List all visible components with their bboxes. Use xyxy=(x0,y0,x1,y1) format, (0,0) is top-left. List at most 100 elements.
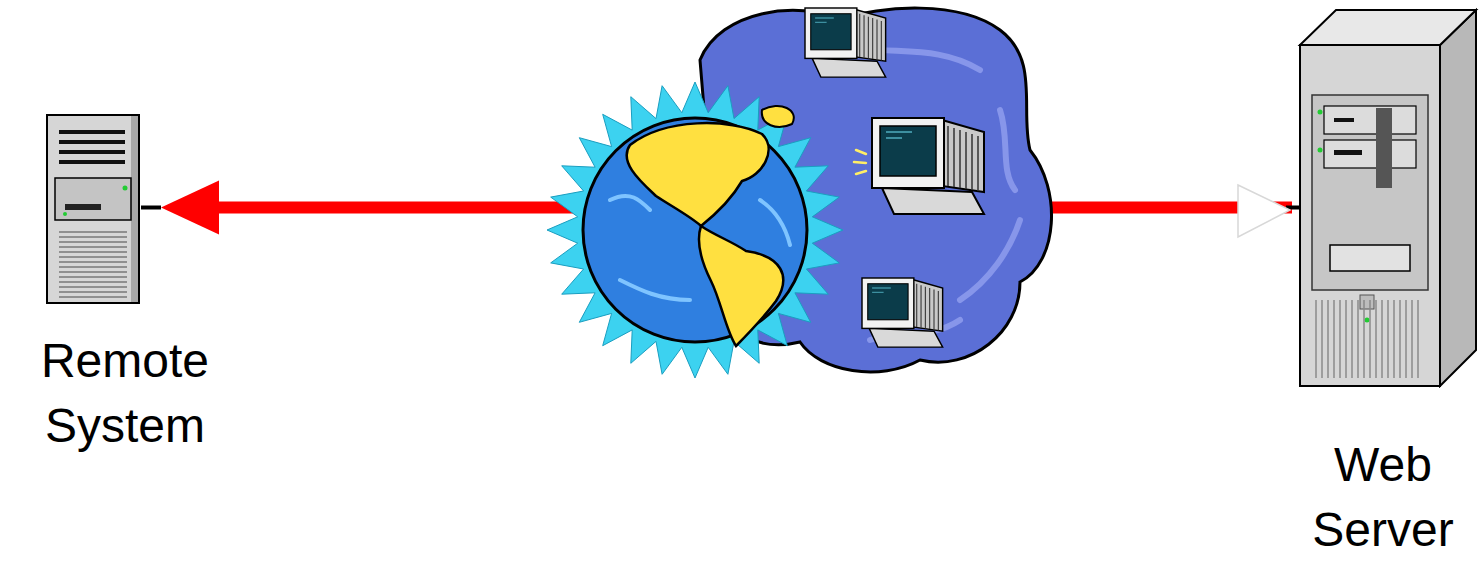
drive-slot xyxy=(65,204,101,210)
monitor-vent xyxy=(959,130,961,188)
computer-icon xyxy=(805,8,886,77)
continent-greenland xyxy=(762,106,794,127)
monitor-screen xyxy=(868,284,908,320)
monitor-vent xyxy=(859,14,860,57)
server-grille xyxy=(59,276,127,278)
server-grille xyxy=(59,256,127,258)
tower-grille xyxy=(1399,300,1401,378)
tower-grille xyxy=(1351,300,1353,378)
continent-south-america xyxy=(699,226,783,346)
computer-base xyxy=(882,188,984,214)
status-led xyxy=(63,212,67,216)
arrowhead xyxy=(161,181,219,235)
monitor-vent xyxy=(920,285,921,327)
tower-grille xyxy=(1357,300,1359,378)
monitor-vent xyxy=(925,287,926,329)
server-grille xyxy=(59,251,127,253)
tower-grille xyxy=(1345,300,1347,378)
wire-stub xyxy=(141,206,161,210)
drive-slot xyxy=(1334,150,1362,155)
monitor-vent xyxy=(947,126,949,186)
monitor-front xyxy=(862,278,914,328)
tower-grille xyxy=(1321,300,1323,378)
server-grille xyxy=(59,236,127,238)
monitor-vent xyxy=(863,15,864,57)
server-slot xyxy=(59,160,125,164)
monitor-side xyxy=(855,9,885,61)
server-slot xyxy=(59,130,125,134)
server-grille xyxy=(59,271,127,273)
tower-grille xyxy=(1363,300,1365,378)
monitor-front xyxy=(805,8,857,58)
monitor-side xyxy=(912,279,942,331)
tower-grille xyxy=(1315,300,1317,378)
server-icon xyxy=(45,110,145,305)
monitor-vent xyxy=(965,132,967,189)
monitor-vent xyxy=(872,18,873,59)
continent-north-america xyxy=(627,123,769,226)
server-grille xyxy=(59,296,127,298)
tower-front xyxy=(1300,45,1440,386)
server-slot xyxy=(59,150,125,154)
tower-grille xyxy=(1417,300,1419,378)
drive-bay xyxy=(1324,106,1416,134)
server-grille xyxy=(59,286,127,288)
tower-grille xyxy=(1333,300,1335,378)
server-grille xyxy=(59,291,127,293)
cloud-shading xyxy=(830,40,1020,340)
monitor-front xyxy=(872,118,944,188)
server-case xyxy=(47,115,139,303)
tower-grille xyxy=(1327,300,1329,378)
monitor-vent xyxy=(933,290,934,330)
computer-icon xyxy=(872,118,984,214)
node-label: Remote System xyxy=(10,328,240,458)
faint-arrowhead-outline xyxy=(1238,185,1290,237)
monitor-vent xyxy=(876,20,877,60)
monitor-screen xyxy=(811,14,851,50)
tower-top xyxy=(1300,10,1476,45)
server-grille xyxy=(59,241,127,243)
tower-grille xyxy=(1339,300,1341,378)
monitor-vent xyxy=(881,21,882,61)
screen-glare xyxy=(886,132,912,138)
server-grille xyxy=(59,281,127,283)
monitor-screen xyxy=(880,126,936,176)
server-grille xyxy=(59,261,127,263)
starburst-shape xyxy=(547,82,843,378)
server-grille xyxy=(59,231,127,233)
status-led xyxy=(123,186,128,191)
power-button xyxy=(1360,295,1374,309)
computer-base xyxy=(812,58,885,77)
monitor-vent xyxy=(953,128,955,187)
monitor-side xyxy=(942,120,984,192)
monitor-vent xyxy=(929,288,930,329)
monitor-vent xyxy=(938,291,939,331)
globe-starburst xyxy=(547,82,843,378)
tower-grille xyxy=(1405,300,1407,378)
drive-handle xyxy=(1376,108,1392,188)
monitor-vent xyxy=(977,136,979,191)
computer-icon xyxy=(862,278,943,347)
globe xyxy=(583,118,807,342)
screen-glare xyxy=(872,288,891,292)
tower-side xyxy=(1440,10,1476,386)
drive-panel xyxy=(55,178,131,220)
tower-server-icon xyxy=(1290,0,1480,388)
server-slot xyxy=(59,140,125,144)
tower-panel xyxy=(1312,95,1428,290)
status-led xyxy=(1318,110,1323,115)
power-led xyxy=(1365,318,1370,323)
monitor-vent xyxy=(868,17,869,59)
server-shade xyxy=(131,116,138,302)
tower-grille xyxy=(1411,300,1413,378)
tower-grille xyxy=(1393,300,1395,378)
status-led xyxy=(1318,148,1323,153)
monitor-vent xyxy=(916,284,917,327)
computer-base xyxy=(869,328,942,347)
monitor-vent xyxy=(971,134,973,190)
network-computers xyxy=(805,8,984,347)
drive-slot xyxy=(1334,118,1354,122)
drive-bay xyxy=(1324,140,1416,168)
